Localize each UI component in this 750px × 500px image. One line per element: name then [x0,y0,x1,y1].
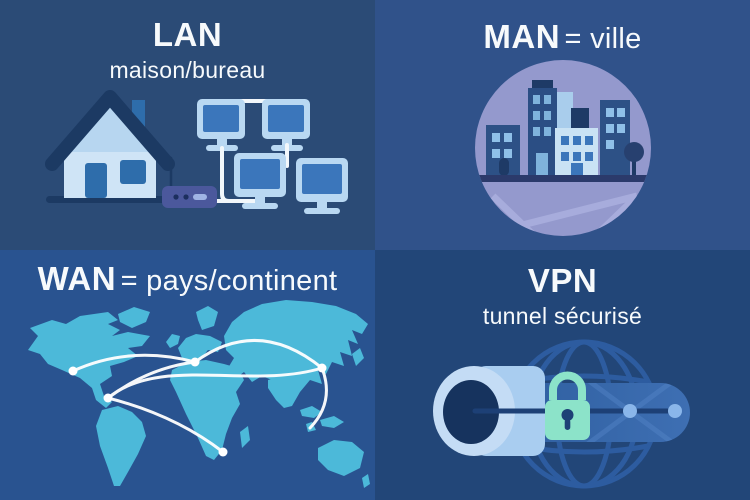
wan-titlebox: WAN = pays/continent [0,250,375,298]
router-icon [162,156,217,208]
vpn-illustration [433,339,690,489]
quadrant-wan: WAN = pays/continent [0,250,375,500]
wan-illustration [28,300,370,488]
connection-dots [68,357,327,457]
lan-titlebox: LAN maison/bureau [0,0,375,84]
vpn-subtitle: tunnel sécurisé [482,303,643,329]
man-title-suffix: = ville [564,23,642,55]
quadrant-vpn: VPN tunnel sécurisé [375,250,750,500]
connection-lines [71,338,328,454]
man-titlebox: MAN = ville [375,0,750,56]
buildings-icon [475,80,651,182]
vpn-title: VPN [527,262,598,299]
vpn-titlebox: VPN tunnel sécurisé [375,250,750,330]
man-title: MAN [483,18,561,55]
world-map-icon [28,300,370,488]
monitor-icon-4 [296,158,348,214]
monitor-icon-2 [262,99,310,151]
monitor-icon-1 [197,99,245,151]
wan-title: WAN [37,260,117,297]
quadrant-man: MAN = ville [375,0,750,250]
tree-icon [624,142,644,176]
connection-dots [623,404,682,418]
lan-subtitle: maison/bureau [109,57,266,83]
house-icon [45,90,176,203]
monitor-icon-3 [234,153,286,209]
network-cables-2 [215,143,289,203]
lan-illustration [45,90,348,214]
lan-title: LAN [152,16,223,53]
city-circle-icon [475,60,651,236]
street-line [475,175,651,182]
man-illustration [475,60,651,236]
wan-title-suffix: = pays/continent [120,265,338,297]
quadrant-lan: LAN maison/bureau [0,0,375,250]
padlock-icon [545,371,590,440]
